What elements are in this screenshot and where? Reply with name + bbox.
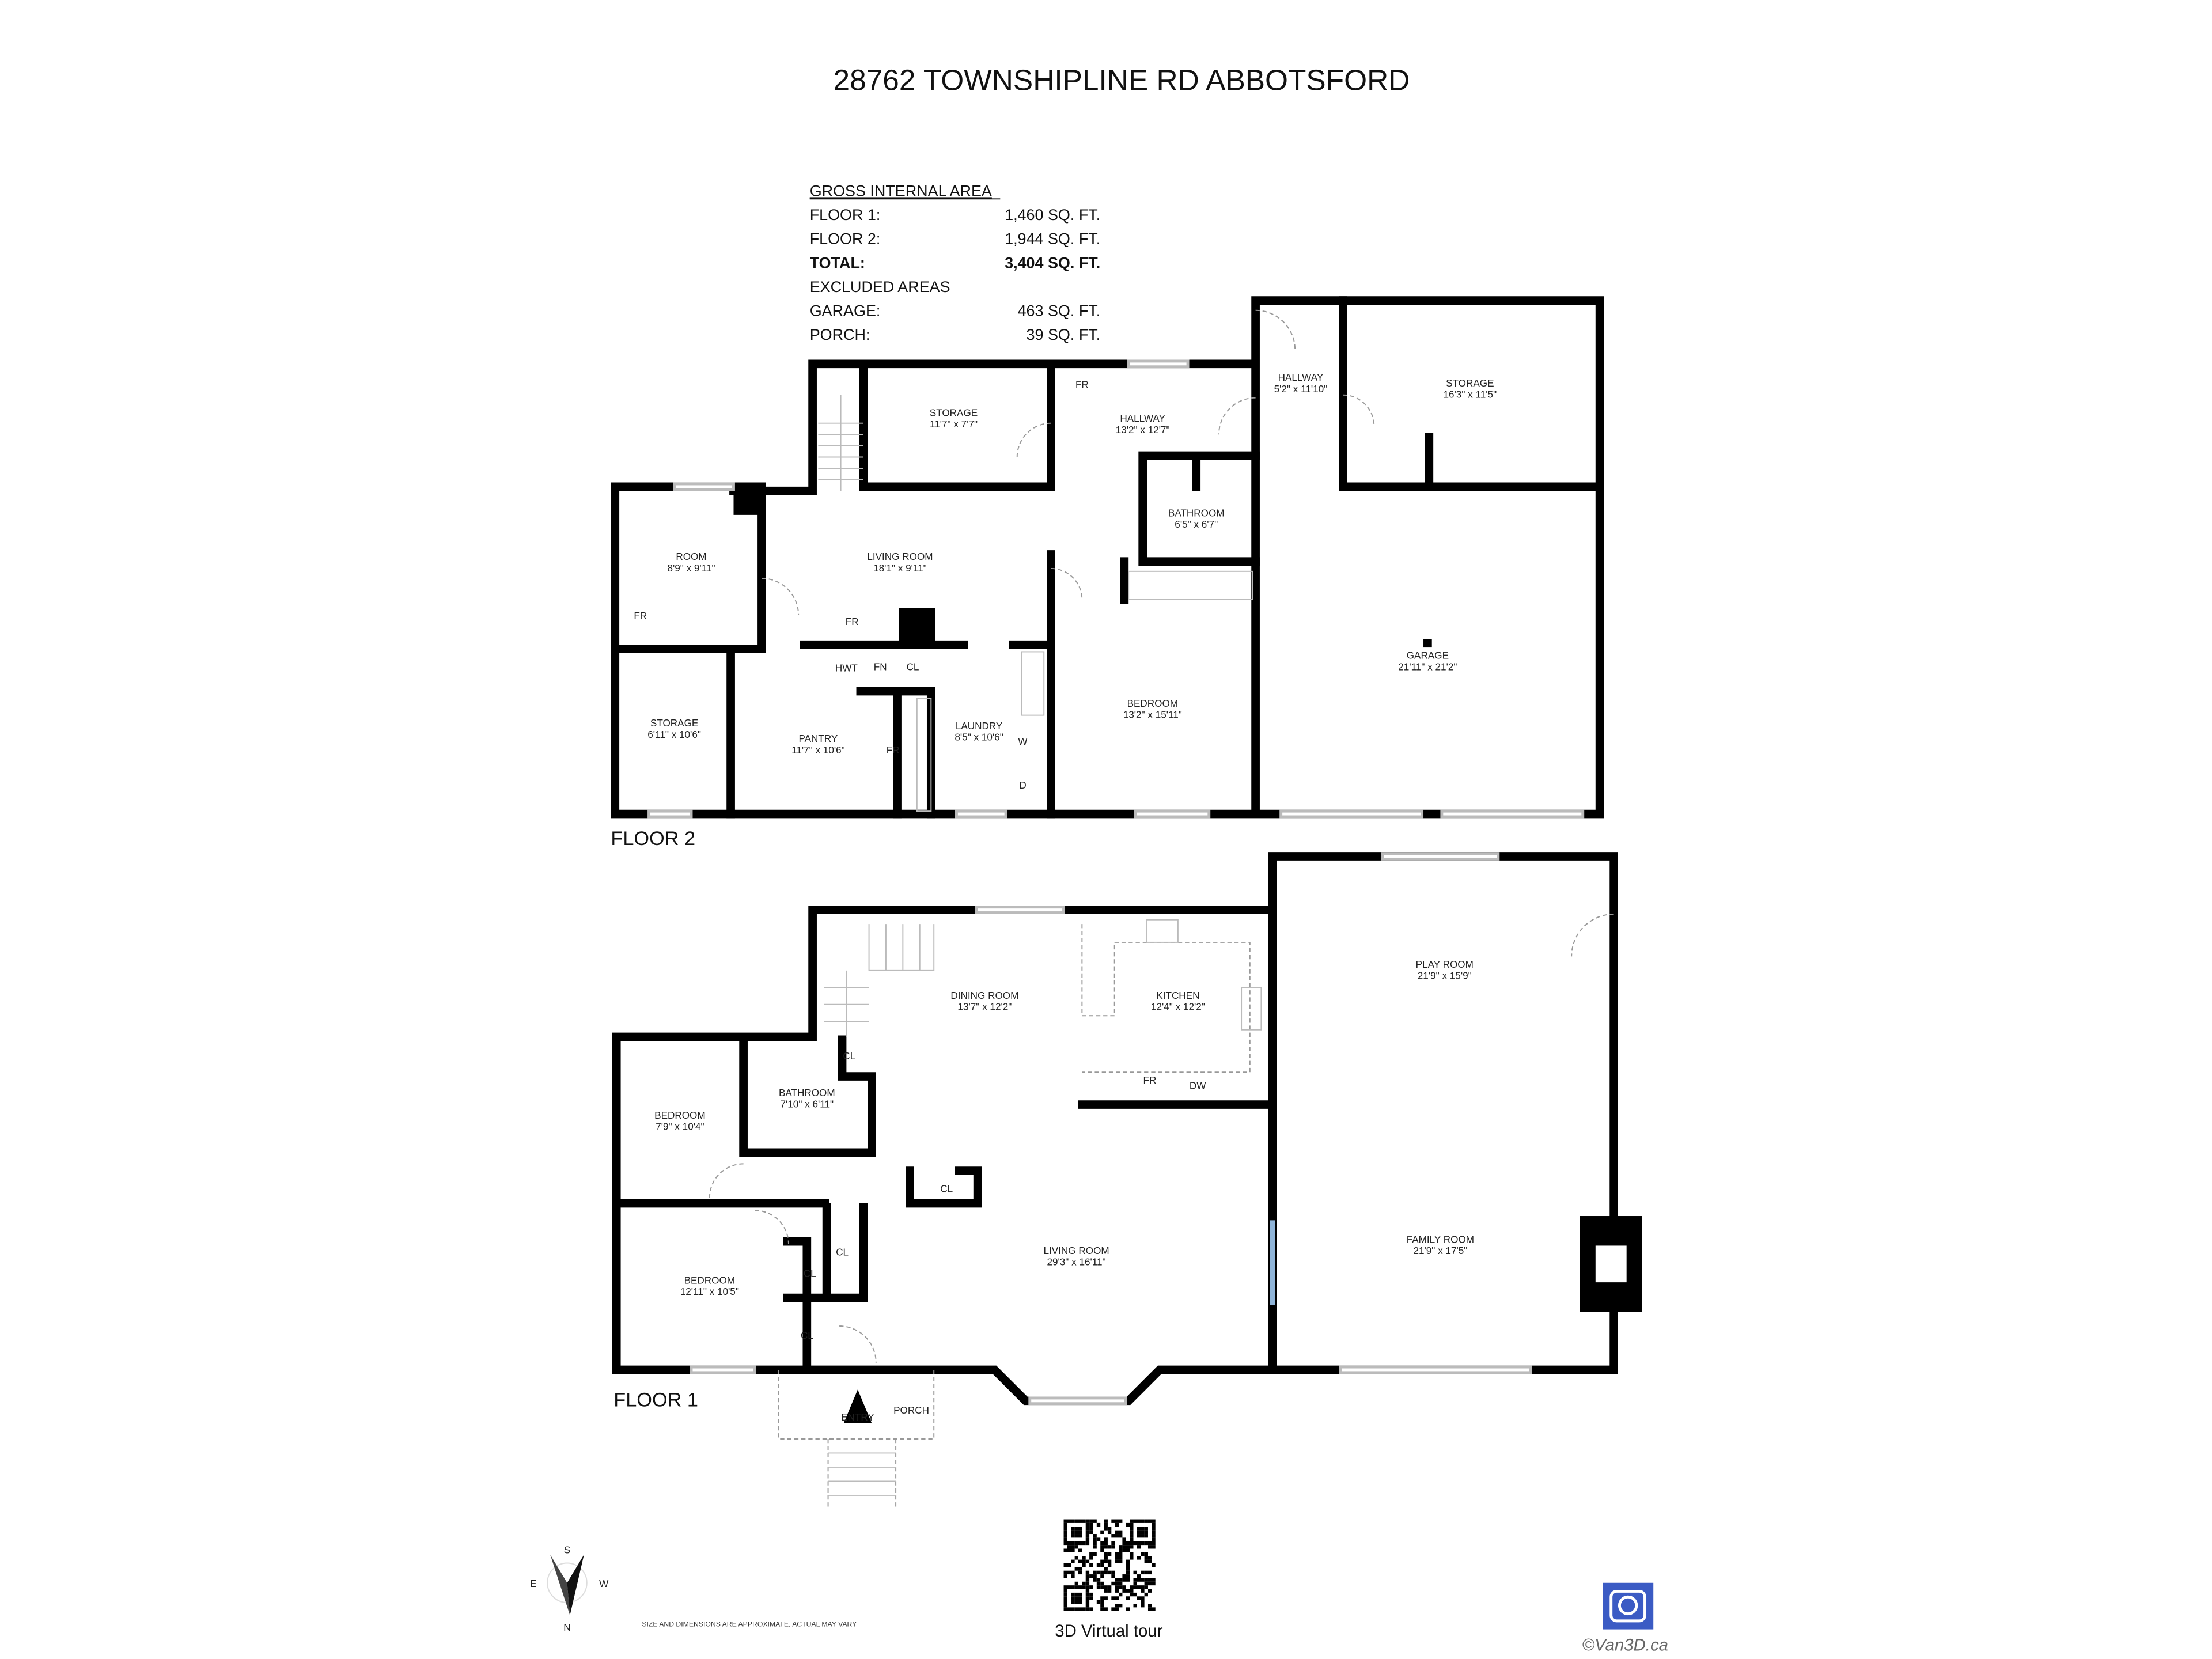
room-dims: 5'2" x 11'10" xyxy=(1274,383,1328,395)
room-name: STORAGE xyxy=(1446,377,1494,389)
fixture-label: D xyxy=(1019,779,1026,791)
room-dims: 12'4" x 12'2" xyxy=(1151,1001,1205,1012)
area-label: GARAGE: xyxy=(810,302,881,320)
excluded-heading: EXCLUDED AREAS xyxy=(810,278,950,296)
room-dims: 7'10" x 6'11" xyxy=(780,1098,834,1109)
room-dims: 8'9" x 9'11" xyxy=(667,562,715,574)
room-name: BEDROOM xyxy=(654,1109,706,1121)
fixture-label: FR xyxy=(1075,378,1089,390)
fixture-label: CL xyxy=(843,1050,855,1062)
floor1-plan xyxy=(612,852,1642,1510)
compass-icon: S W E N xyxy=(530,1544,609,1633)
room-name: LAUNDRY xyxy=(956,720,1003,732)
room-name: BEDROOM xyxy=(684,1275,736,1286)
room-name: DINING ROOM xyxy=(950,990,1018,1001)
brand-text: ©Van3D.ca xyxy=(1582,1635,1668,1654)
room-name: BATHROOM xyxy=(1168,507,1225,518)
area-value: 1,944 SQ. FT. xyxy=(1005,230,1100,248)
room-name: STORAGE xyxy=(650,717,698,729)
compass-e: E xyxy=(530,1578,536,1589)
room-name: PANTRY xyxy=(798,733,838,744)
room-dims: 6'11" x 10'6" xyxy=(647,729,701,740)
room-dims: 21'9" x 15'9" xyxy=(1418,970,1472,982)
area-value: 39 SQ. FT. xyxy=(1027,326,1101,343)
fixture-label: CL xyxy=(804,1267,816,1279)
fixture-label: FR xyxy=(887,744,900,756)
room-dims: 11'7" x 10'6" xyxy=(791,744,845,756)
fixture-label: DW xyxy=(1190,1080,1206,1092)
fixture-label: CL xyxy=(836,1247,849,1258)
fixture-label: W xyxy=(1018,736,1028,747)
compass-w: W xyxy=(599,1578,609,1589)
fixture-label: FN xyxy=(874,661,887,672)
page-title: 28762 TOWNSHIPLINE RD ABBOTSFORD xyxy=(834,63,1410,97)
room-name: LIVING ROOM xyxy=(867,551,933,562)
room-dims: 18'1" x 9'11" xyxy=(873,562,927,574)
compass-n: N xyxy=(563,1622,570,1633)
area-value: 463 SQ. FT. xyxy=(1018,302,1101,320)
room-dims: 21'11" x 21'2" xyxy=(1398,661,1457,672)
room-dims: 6'5" x 6'7" xyxy=(1175,518,1218,530)
floor2-plan xyxy=(611,296,1604,819)
area-label: TOTAL: xyxy=(810,254,865,271)
room-name: PLAY ROOM xyxy=(1416,959,1474,970)
floor2-label: FLOOR 2 xyxy=(611,828,695,850)
entry-label: ENTRY xyxy=(841,1411,874,1423)
room-dims: 12'11" x 10'5" xyxy=(680,1286,739,1297)
room-name: BATHROOM xyxy=(779,1087,835,1099)
room-dims: 16'3" x 11'5" xyxy=(1444,389,1497,400)
fixture-label: CL xyxy=(801,1330,813,1341)
fixture-label: FR xyxy=(846,616,859,627)
area-summary: GROSS INTERNAL AREA FLOOR 1: 1,460 SQ. F… xyxy=(810,182,1100,343)
camera-logo-icon xyxy=(1603,1582,1654,1630)
compass-s: S xyxy=(564,1544,570,1555)
room-name: GARAGE xyxy=(1407,650,1449,661)
room-name: LIVING ROOM xyxy=(1043,1245,1109,1256)
room-dims: 29'3" x 16'11" xyxy=(1047,1256,1105,1268)
room-dims: 11'7" x 7'7" xyxy=(930,418,978,430)
area-label: FLOOR 1: xyxy=(810,206,881,224)
area-label: FLOOR 2: xyxy=(810,230,881,248)
fixture-label: CL xyxy=(907,661,919,672)
room-dims: 13'7" x 12'2" xyxy=(957,1001,1012,1012)
fixture-label: FR xyxy=(634,610,647,622)
floor1-label: FLOOR 1 xyxy=(613,1389,698,1411)
porch-label: PORCH xyxy=(893,1404,929,1416)
floor2-room-labels: STORAGE 11'7" x 7'7" HALLWAY 13'2" x 12'… xyxy=(634,372,1497,791)
fixture-label: CL xyxy=(940,1183,953,1194)
room-name: HALLWAY xyxy=(1120,412,1165,424)
area-value: 1,460 SQ. FT. xyxy=(1005,206,1100,224)
room-dims: 13'2" x 15'11" xyxy=(1123,709,1182,721)
room-dims: 7'9" x 10'4" xyxy=(656,1121,704,1132)
fixture-label: FR xyxy=(1143,1074,1157,1086)
room-dims: 13'2" x 12'7" xyxy=(1116,424,1170,435)
floor1-room-labels: DINING ROOM 13'7" x 12'2" KITCHEN 12'4" … xyxy=(654,959,1474,1423)
room-name: BEDROOM xyxy=(1127,698,1179,709)
room-dims: 21'9" x 17'5" xyxy=(1413,1245,1467,1256)
area-label: PORCH: xyxy=(810,326,870,343)
area-value: 3,404 SQ. FT. xyxy=(1005,254,1100,271)
qr-label: 3D Virtual tour xyxy=(1055,1622,1162,1641)
disclaimer: SIZE AND DIMENSIONS ARE APPROXIMATE, ACT… xyxy=(642,1620,857,1628)
room-name: HALLWAY xyxy=(1278,372,1324,383)
qr-code-icon[interactable] xyxy=(1063,1519,1156,1611)
room-name: STORAGE xyxy=(930,407,978,418)
room-name: FAMILY ROOM xyxy=(1407,1234,1474,1245)
room-name: ROOM xyxy=(676,551,706,562)
room-dims: 8'5" x 10'6" xyxy=(955,732,1003,743)
room-name: KITCHEN xyxy=(1156,990,1199,1001)
area-heading: GROSS INTERNAL AREA xyxy=(810,182,992,199)
fixture-label: HWT xyxy=(835,662,858,674)
